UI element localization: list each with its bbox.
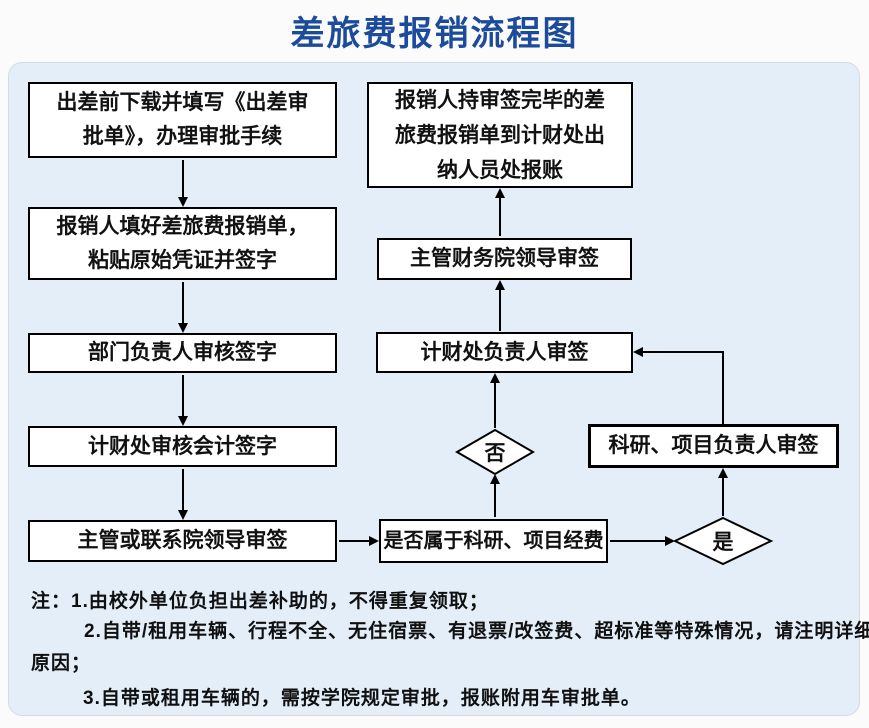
flow-node-line: 部门负责人审核签字: [88, 341, 277, 364]
flow-node-line: 主管或联系院领导审签: [77, 529, 288, 552]
flow-node-download-form: 出差前下载并填写《出差审 批单》，办理审批手续: [28, 82, 337, 158]
flow-node-dept-head: 部门负责人审核签字: [28, 333, 337, 373]
flow-node-line: 计财处审核会计签字: [88, 434, 277, 458]
flow-node-question-funding: 是否属于科研、项目经费: [379, 519, 608, 563]
flow-node-line: 科研、项目负责人审签: [608, 434, 819, 457]
flow-node-line: 报销人填好差旅费报销单，: [56, 214, 309, 238]
page-title: 差旅费报销流程图: [290, 16, 579, 53]
flow-node-line: 主管财务院领导审签: [410, 247, 599, 270]
note-line-2: 2.自带/租用车辆、行程不全、无住宿票、有退票/改签费、超标准等特殊情况，请注明…: [84, 621, 869, 642]
decision-yes-label: 是: [712, 531, 734, 554]
decision-no-label: 否: [484, 442, 506, 465]
flow-node-line: 报销人持审签完毕的差: [395, 88, 605, 112]
flow-node-line: 旅费报销单到计财处出: [395, 123, 605, 147]
flow-node-line: 纳人员处报账: [437, 158, 563, 182]
flow-node-line: 粘贴原始凭证并签字: [88, 248, 277, 272]
flow-node-finance-college-leader: 主管财务院领导审签: [377, 238, 632, 280]
note-line-3: 原因；: [31, 653, 92, 674]
flow-node-finance-office-head: 计财处负责人审签: [376, 332, 633, 373]
flow-node-cashier-payout: 报销人持审签完毕的差 旅费报销单到计财处出 纳人员处报账: [367, 82, 633, 188]
flow-node-project-leader-sign: 科研、项目负责人审签: [588, 424, 839, 468]
note-line-4: 3.自带或租用车辆的，需按学院规定审批，报账附用车审批单。: [83, 688, 641, 709]
flow-node-line: 计财处负责人审签: [420, 340, 589, 364]
flow-node-college-leader: 主管或联系院领导审签: [28, 520, 337, 562]
flow-node-fill-form: 报销人填好差旅费报销单， 粘贴原始凭证并签字: [28, 207, 337, 280]
flow-node-line: 批单》，办理审批手续: [82, 125, 283, 148]
connector-arrowheads: [178, 188, 728, 546]
decision-diamonds: [455, 428, 774, 566]
decision-yes-diamond: [672, 516, 774, 566]
flow-node-finance-accountant: 计财处审核会计签字: [28, 426, 337, 467]
connector-lines: [182, 160, 724, 542]
note-line-1: 注：1.由校外单位负担出差补助的，不得重复领取；: [31, 591, 489, 612]
flow-node-line: 出差前下载并填写《出差审: [56, 91, 309, 114]
decision-no-diamond: [455, 428, 535, 476]
flow-node-line: 是否属于科研、项目经费: [383, 530, 604, 552]
